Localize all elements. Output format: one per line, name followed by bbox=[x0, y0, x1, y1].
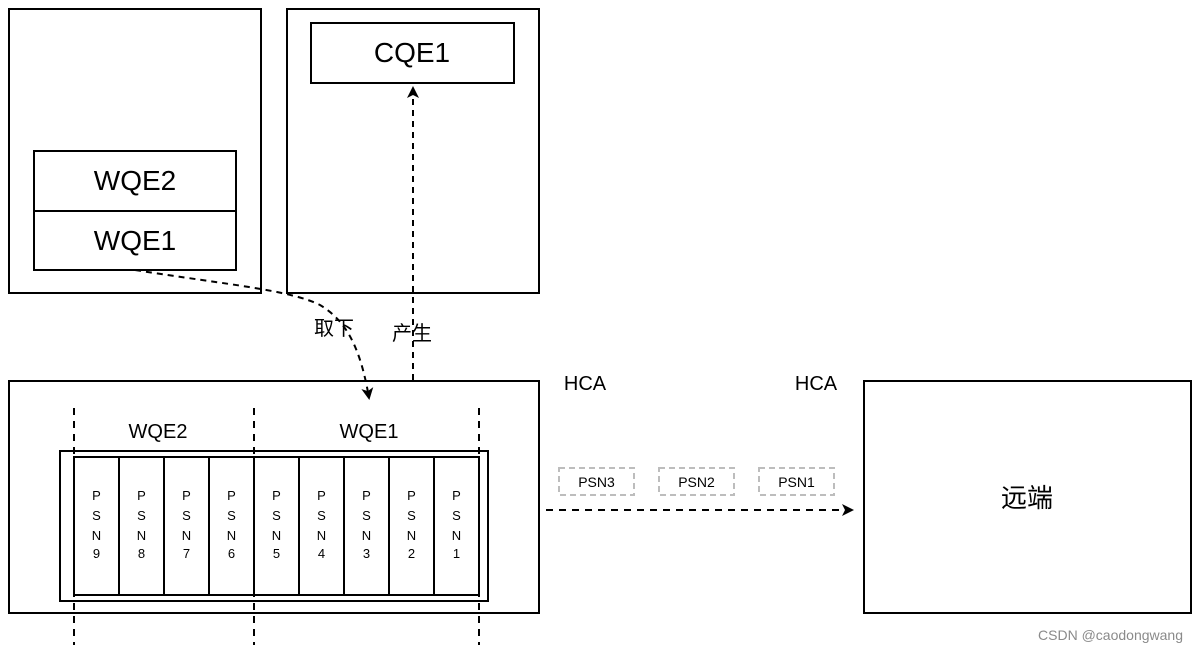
packet-cell bbox=[208, 456, 255, 596]
packet-cell-char: N bbox=[92, 528, 101, 543]
packet-cell bbox=[388, 456, 435, 596]
packet-cell-char: N bbox=[182, 528, 191, 543]
wqe2-entry-label: WQE2 bbox=[94, 165, 176, 196]
packet-cell-char: S bbox=[272, 508, 281, 523]
remote-label: 远端 bbox=[1001, 484, 1053, 514]
packet-cell-char: P bbox=[92, 488, 101, 503]
remote-box bbox=[863, 380, 1192, 614]
packet-cell-char: 6 bbox=[228, 546, 235, 561]
group-label-wqe1: WQE1 bbox=[340, 421, 399, 443]
packet-cell-char: P bbox=[227, 488, 236, 503]
packet-cell bbox=[163, 456, 210, 596]
packet-cell-char: P bbox=[137, 488, 146, 503]
packet-cell-char: N bbox=[452, 528, 461, 543]
packet-cell-char: S bbox=[362, 508, 371, 523]
packet-cell-char: N bbox=[362, 528, 371, 543]
packet-cell-char: N bbox=[227, 528, 236, 543]
packet-cell-char: S bbox=[182, 508, 191, 523]
in-flight-packet bbox=[558, 467, 635, 496]
packet-cell-char: N bbox=[272, 528, 281, 543]
packet-cell-char: 8 bbox=[138, 546, 145, 561]
packet-cell-char: S bbox=[92, 508, 101, 523]
packet-cell-char: N bbox=[317, 528, 326, 543]
in-flight-packet bbox=[758, 467, 835, 496]
packet-cell bbox=[298, 456, 345, 596]
packet-cell bbox=[433, 456, 480, 596]
packet-cell-char: 1 bbox=[453, 546, 460, 561]
packet-cell-char: N bbox=[407, 528, 416, 543]
packet-buffer-outer bbox=[59, 450, 489, 602]
packet-cell-char: P bbox=[272, 488, 281, 503]
produce-label: 产生 bbox=[392, 321, 432, 345]
packet-cell-char: 5 bbox=[273, 546, 280, 561]
in-flight-packet-label: PSN1 bbox=[778, 474, 815, 490]
take-label: 取下 bbox=[314, 316, 354, 340]
packet-cell-char: S bbox=[407, 508, 416, 523]
wqe1-entry-label: WQE1 bbox=[94, 225, 176, 256]
packet-cell-char: P bbox=[407, 488, 416, 503]
packet-cell-char: 9 bbox=[93, 546, 100, 561]
completion-queue-box bbox=[286, 8, 540, 294]
in-flight-packet-label: PSN2 bbox=[678, 474, 715, 490]
packet-cell bbox=[73, 456, 120, 596]
local-hca-box bbox=[8, 380, 540, 614]
packet-cell-char: 7 bbox=[183, 546, 190, 561]
in-flight-packet-label: PSN3 bbox=[578, 474, 615, 490]
packet-cell-char: P bbox=[182, 488, 191, 503]
packet-cell-char: P bbox=[362, 488, 371, 503]
packet-cell-char: 3 bbox=[363, 546, 370, 561]
packet-cell-char: P bbox=[452, 488, 461, 503]
remote-hca-label: HCA bbox=[795, 373, 838, 395]
cqe1-entry-label: CQE1 bbox=[374, 37, 450, 68]
packet-cell-char: S bbox=[452, 508, 461, 523]
packet-cell-char: S bbox=[317, 508, 326, 523]
packet-cell-char: P bbox=[317, 488, 326, 503]
packet-cell bbox=[118, 456, 165, 596]
in-flight-packets: PSN3 PSN2 PSN1 bbox=[558, 467, 835, 496]
watermark: CSDN @caodongwang bbox=[1038, 627, 1183, 643]
in-flight-packet bbox=[658, 467, 735, 496]
send-queue-box bbox=[8, 8, 262, 294]
local-hca-label: HCA bbox=[564, 373, 607, 395]
packet-cell-char: N bbox=[137, 528, 146, 543]
cqe1-entry bbox=[310, 22, 515, 84]
take-arrow bbox=[134, 269, 374, 400]
packet-cell-char: S bbox=[227, 508, 236, 523]
packet-cell-char: 2 bbox=[408, 546, 415, 561]
packet-cell-char: 4 bbox=[318, 546, 325, 561]
packet-cell bbox=[253, 456, 300, 596]
packet-cell bbox=[343, 456, 390, 596]
group-label-wqe2: WQE2 bbox=[129, 421, 188, 443]
packet-cell-char: S bbox=[137, 508, 146, 523]
